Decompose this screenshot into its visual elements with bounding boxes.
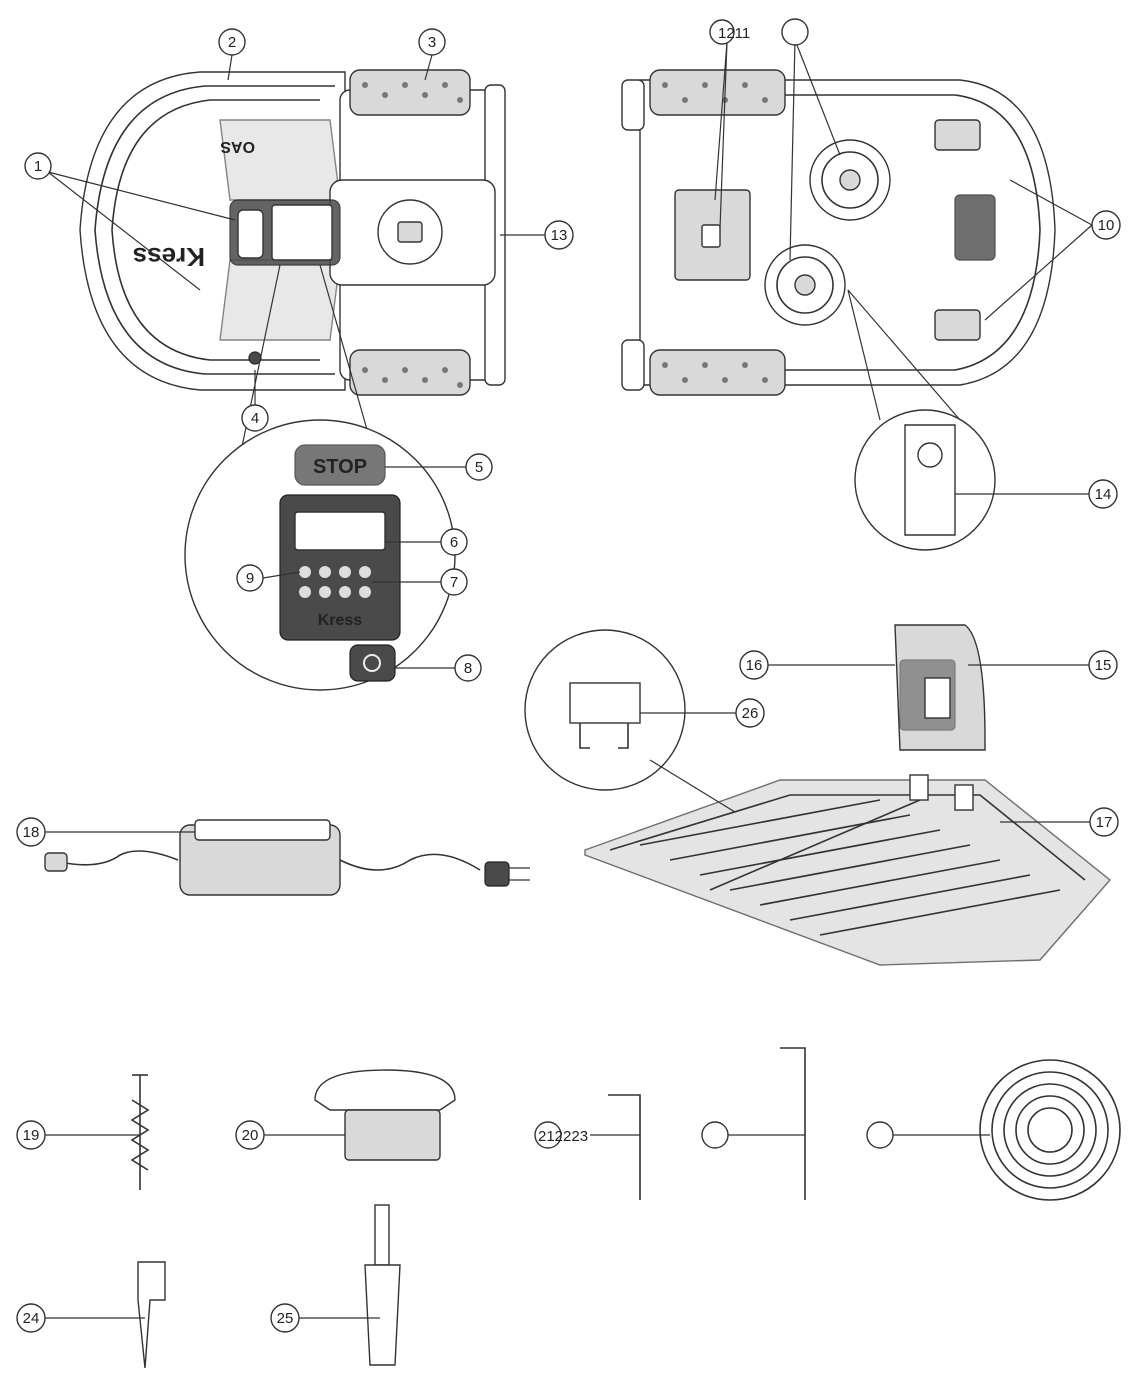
svg-text:3: 3 — [428, 34, 436, 51]
svg-text:2: 2 — [228, 34, 236, 51]
svg-text:6: 6 — [450, 534, 458, 551]
callout-7 — [440, 568, 468, 596]
svg-text:5: 5 — [475, 459, 483, 476]
callout-blank-11 — [781, 18, 809, 46]
mower-top-view: OAS Kress — [79, 69, 506, 396]
svg-text:4: 4 — [251, 410, 259, 427]
svg-text:20: 20 — [242, 1127, 259, 1144]
callout-15 — [1088, 650, 1118, 680]
callout-18 — [16, 817, 46, 847]
callout-26 — [735, 698, 765, 728]
callout-8 — [454, 654, 482, 682]
callout-24 — [16, 1303, 46, 1333]
callout-blank-22 — [701, 1121, 729, 1149]
charging-station — [894, 624, 986, 751]
hook-magnifier — [524, 629, 736, 813]
rear-wheel-bottom — [349, 349, 471, 396]
svg-text:13: 13 — [551, 227, 568, 244]
callouts: 1 2 3 4 5 6 7 8 9 10 — [16, 18, 1121, 1333]
svg-text:26: 26 — [742, 705, 759, 722]
svg-text:24: 24 — [23, 1310, 40, 1327]
svg-text:1: 1 — [34, 158, 42, 175]
callout-blank-23 — [866, 1121, 894, 1149]
svg-text:1211: 1211 — [718, 25, 750, 42]
antenna — [314, 1069, 456, 1161]
callout-9 — [236, 564, 264, 592]
power-supply — [44, 819, 530, 896]
screwdriver — [364, 1204, 401, 1366]
hex-key-small — [608, 1094, 641, 1200]
callout-3 — [418, 28, 446, 56]
mower-bottom-view — [621, 39, 1093, 551]
svg-text:15: 15 — [1095, 657, 1112, 674]
svg-text:19: 19 — [23, 1127, 40, 1144]
svg-text:14: 14 — [1095, 486, 1112, 503]
callout-6 — [440, 528, 468, 556]
svg-text:18: 18 — [23, 824, 40, 841]
callout-21 — [534, 1121, 562, 1149]
coiled-wire — [979, 1059, 1121, 1201]
peg — [130, 1074, 150, 1190]
svg-text:7: 7 — [450, 574, 458, 591]
svg-text:17: 17 — [1096, 814, 1113, 831]
callout-17 — [1089, 807, 1119, 837]
callout-12 — [709, 19, 735, 45]
callout-4 — [241, 404, 269, 432]
display-screen — [294, 511, 386, 551]
hook-peg — [137, 1261, 166, 1369]
svg-text:10: 10 — [1098, 217, 1115, 234]
svg-text:212223: 212223 — [538, 1128, 588, 1145]
svg-text:9: 9 — [246, 570, 254, 587]
callout-19 — [16, 1120, 46, 1150]
power-button[interactable] — [349, 644, 396, 682]
stop-button-label: STOP — [313, 456, 367, 478]
callout-2 — [218, 28, 246, 56]
svg-text:8: 8 — [464, 660, 472, 677]
rear-wheel-top — [349, 69, 471, 116]
callout-1 — [24, 152, 52, 180]
base-plate — [584, 774, 1112, 966]
callout-16 — [739, 650, 769, 680]
control-panel-magnifier: STOP Kress — [184, 264, 456, 691]
hex-key-large — [780, 1047, 806, 1200]
callout-13 — [544, 220, 574, 250]
oas-mark: OAS — [220, 138, 255, 155]
callout-14 — [1088, 479, 1118, 509]
svg-text:25: 25 — [277, 1310, 294, 1327]
panel-brand: Kress — [318, 612, 363, 629]
callout-25 — [270, 1303, 300, 1333]
callout-20 — [235, 1120, 265, 1150]
callout-5 — [465, 453, 493, 481]
callout-10 — [1091, 210, 1121, 240]
stop-button[interactable] — [294, 444, 386, 486]
svg-text:16: 16 — [746, 657, 763, 674]
